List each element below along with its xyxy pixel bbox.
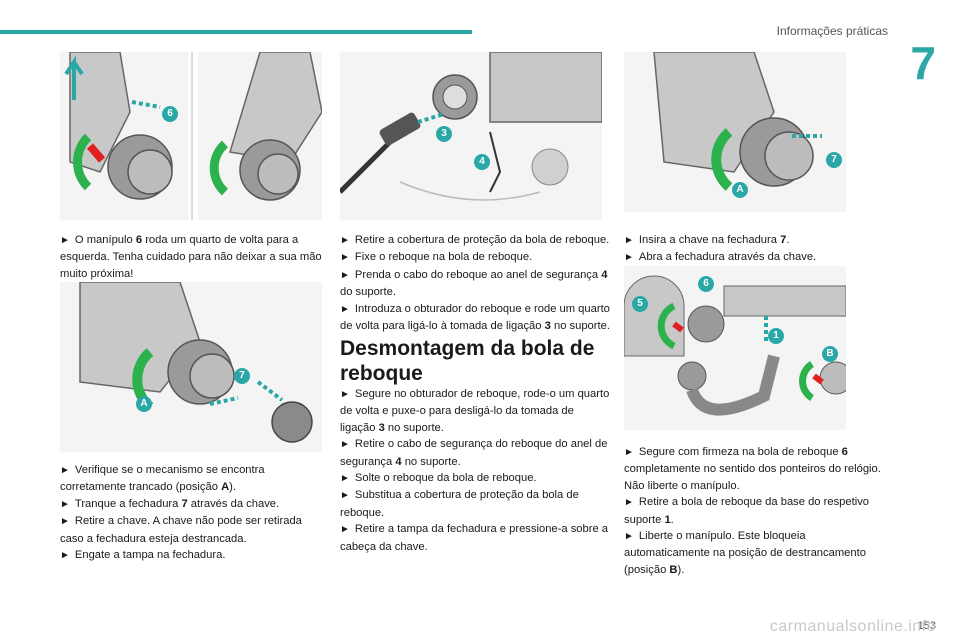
bullet-triangle-icon: ► — [60, 235, 70, 246]
figure-lock-cover: 7 A — [60, 282, 322, 452]
bullet-triangle-icon: ► — [340, 235, 350, 246]
callout-badge-7: 7 — [826, 152, 842, 168]
column-2-text-top: ►Retire a cobertura de proteção da bola … — [340, 232, 610, 334]
instruction-paragraph: ►Prenda o cabo do reboque ao anel de seg… — [340, 268, 608, 299]
instruction-paragraph: ►Retire a bola de reboque da base do res… — [624, 496, 870, 526]
column-1-text-top: ►O manípulo 6 roda um quarto de volta pa… — [60, 232, 322, 282]
bullet-triangle-icon: ► — [60, 465, 70, 476]
bullet-triangle-icon: ► — [340, 490, 350, 502]
bullet-triangle-icon: ► — [60, 550, 70, 562]
header-accent-bar — [0, 30, 472, 34]
column-3-text-top: ►Insira a chave na fechadura 7. ►Abra a … — [624, 232, 846, 267]
watermark: carmanualsonline.info — [769, 618, 936, 635]
instruction-paragraph: ►Segure no obturador de reboque, rode-o … — [340, 388, 610, 434]
bullet-triangle-icon: ► — [340, 252, 350, 264]
callout-badge-A: A — [732, 182, 748, 198]
bullet-triangle-icon: ► — [340, 524, 350, 536]
instruction-paragraph: ►Segure com firmeza na bola de reboque 6… — [624, 446, 881, 492]
bullet-triangle-icon: ► — [340, 269, 350, 281]
bullet-triangle-icon: ► — [340, 303, 350, 315]
callout-badge-A: A — [136, 396, 152, 412]
bullet-triangle-icon: ► — [60, 498, 70, 510]
column-3-text-bottom: ►Segure com firmeza na bola de reboque 6… — [624, 444, 886, 578]
instruction-paragraph: ►Abra a fechadura através da chave. — [624, 249, 846, 266]
bullet-triangle-icon: ► — [624, 531, 634, 543]
column-1-text-bottom: ►Verifique se o mecanismo se encontra co… — [60, 462, 322, 564]
instruction-paragraph: ►O manípulo 6 roda um quarto de volta pa… — [60, 234, 322, 280]
instruction-paragraph: ►Introduza o obturador do reboque e rode… — [340, 302, 610, 333]
instruction-paragraph: ►Retire a cobertura de proteção da bola … — [340, 232, 610, 249]
instruction-paragraph: ►Engate a tampa na fechadura. — [60, 547, 322, 564]
bullet-triangle-icon: ► — [340, 389, 350, 400]
callout-badge-1: 1 — [768, 328, 784, 344]
bullet-triangle-icon: ► — [624, 497, 634, 509]
section-title: Desmontagem da bola de reboque — [340, 337, 595, 385]
callout-badge-6: 6 — [698, 276, 714, 292]
instruction-paragraph: ►Verifique se o mecanismo se encontra co… — [60, 464, 265, 494]
bullet-triangle-icon: ► — [340, 473, 350, 485]
bullet-triangle-icon: ► — [624, 252, 634, 264]
callout-badge-5: 5 — [632, 296, 648, 312]
callout-badge-6: 6 — [162, 106, 178, 122]
chapter-number: 7 — [910, 37, 936, 89]
column-2-text-bottom: ►Segure no obturador de reboque, rode-o … — [340, 386, 610, 555]
figure-knob-rotation: 6 — [60, 52, 322, 220]
instruction-paragraph: ►Retire o cabo de segurança do reboque d… — [340, 438, 608, 468]
figure-trailer-connection: 3 4 — [340, 52, 602, 220]
callout-badge-3: 3 — [436, 126, 452, 142]
callout-badge-B: B — [822, 346, 838, 362]
instruction-paragraph: ►Substitua a cobertura de proteção da bo… — [340, 489, 579, 519]
bullet-triangle-icon: ► — [624, 447, 634, 458]
instruction-paragraph: ►Retire a tampa da fechadura e pressione… — [340, 523, 609, 553]
instruction-paragraph: ►Liberte o manípulo. Este bloqueia autom… — [624, 530, 866, 576]
instruction-paragraph: ►Insira a chave na fechadura 7. — [624, 232, 846, 249]
figure-towball-removal: 6 5 1 B — [624, 266, 846, 430]
page-number: 153 — [917, 620, 936, 632]
instruction-paragraph: ►Solte o reboque da bola de reboque. — [340, 470, 610, 487]
figure-lock-insert-key: 7 A — [624, 52, 846, 212]
instruction-paragraph: ►Fixe o reboque na bola de reboque. — [340, 249, 610, 266]
callout-badge-4: 4 — [474, 154, 490, 170]
bullet-triangle-icon: ► — [340, 439, 350, 451]
page-header-title: Informações práticas — [776, 24, 888, 38]
instruction-paragraph: ►Retire a chave. A chave não pode ser re… — [60, 515, 302, 545]
bullet-triangle-icon: ► — [60, 516, 70, 528]
callout-badge-7: 7 — [234, 368, 250, 384]
instruction-paragraph: ►Tranque a fechadura 7 através da chave. — [60, 496, 322, 513]
bullet-triangle-icon: ► — [624, 235, 634, 246]
